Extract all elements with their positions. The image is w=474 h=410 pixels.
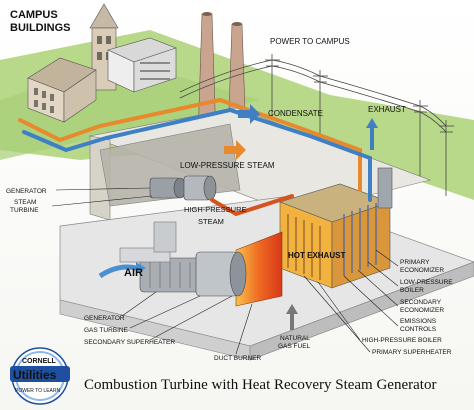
hrsg-unit — [279, 167, 393, 289]
gas-turbine-unit — [139, 251, 247, 297]
exhaust-arrow — [366, 118, 378, 128]
label-primary-economizer-1: PRIMARY — [400, 259, 430, 266]
label-secondary-economizer-1: SECONDARY — [400, 299, 442, 306]
label-low-pressure-steam: LOW-PRESSURE STEAM — [180, 161, 275, 170]
label-gas-turbine: GAS TURBINE — [84, 327, 129, 334]
label-power-to-campus: POWER TO CAMPUS — [270, 37, 350, 46]
low-pressure-steam-pipe — [18, 97, 362, 192]
label-high-pressure-steam-2: STEAM — [198, 217, 224, 226]
label-primary-economizer-2: ECONOMIZER — [400, 267, 444, 274]
label-emissions-controls-2: CONTROLS — [400, 326, 437, 333]
condensate-pipe — [22, 107, 372, 202]
label-natural-gas-1: NATURAL — [280, 335, 310, 342]
steam-turbine-unit — [149, 175, 217, 201]
campus-buildings — [27, 3, 177, 123]
low-pressure-arrow — [224, 140, 246, 160]
natural-gas-arrow — [286, 304, 298, 314]
label-generator-top: GENERATOR — [6, 188, 47, 195]
label-secondary-economizer-2: ECONOMIZER — [400, 307, 444, 314]
label-secondary-superheater: SECONDARY SUPERHEATER — [84, 339, 175, 346]
label-low-pressure-boiler-2: BOILER — [400, 287, 424, 294]
label-emissions-controls-1: EMISSIONS — [400, 318, 437, 325]
label-low-pressure-boiler-1: LOW-PRESSURE — [400, 279, 453, 286]
label-generator-bottom: GENERATOR — [84, 315, 125, 322]
label-exhaust: EXHAUST — [368, 105, 406, 114]
label-primary-superheater: PRIMARY SUPERHEATER — [372, 349, 452, 356]
label-condensate: CONDENSATE — [268, 109, 323, 118]
label-campus-buildings-1: CAMPUS — [10, 9, 58, 21]
logo-line1: CORNELL — [22, 358, 57, 365]
label-high-pressure-boiler: HIGH-PRESSURE BOILER — [362, 337, 442, 344]
label-steam-turbine-1: STEAM — [14, 199, 36, 206]
label-air: AIR — [124, 267, 143, 279]
label-natural-gas-2: GAS FUEL — [278, 343, 311, 350]
label-campus-buildings-2: BUILDINGS — [10, 22, 71, 34]
diagram-title: Combustion Turbine with Heat Recovery St… — [84, 377, 436, 393]
cornell-utilities-logo: CORNELL Utilities POWER TO LEARN — [10, 347, 70, 405]
power-lines — [179, 54, 454, 196]
label-high-pressure-steam-1: HIGH-PRESSURE — [184, 205, 247, 214]
condensate-arrow — [238, 104, 260, 124]
air-intake — [98, 221, 177, 279]
logo-line2: Utilities — [13, 368, 57, 382]
logo-line3: POWER TO LEARN — [15, 388, 60, 394]
label-duct-burner: DUCT BURNER — [214, 355, 261, 362]
label-steam-turbine-2: TURBINE — [10, 207, 39, 214]
leader-lines — [51, 187, 399, 355]
label-hot-exhaust: HOT EXHAUST — [288, 251, 345, 260]
high-pressure-steam-pipe — [210, 194, 294, 217]
